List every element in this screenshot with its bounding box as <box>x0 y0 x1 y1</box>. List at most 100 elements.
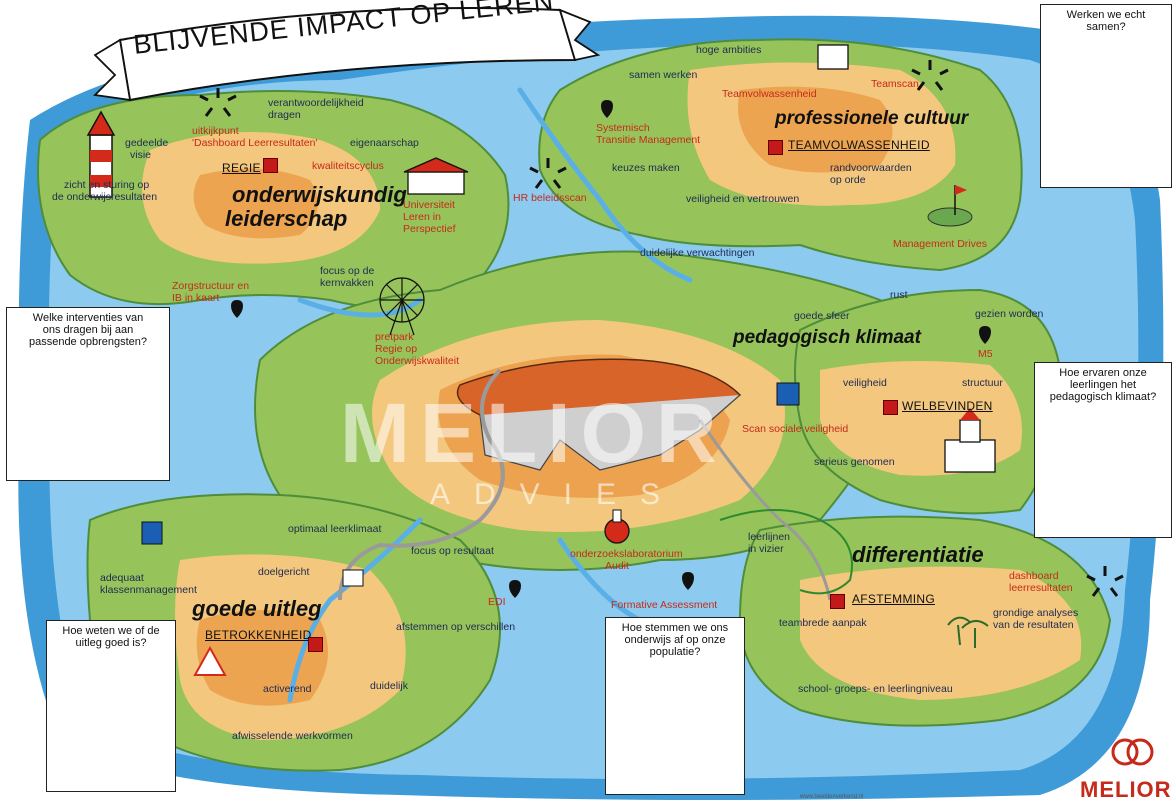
melior-logo-text: MELIOR <box>1080 777 1172 802</box>
label-universiteit-2: Leren in <box>403 211 441 223</box>
question-line: Welke interventies van <box>32 312 144 324</box>
label-systemisch-1: Systemisch <box>596 122 650 134</box>
melior-logo-icon <box>1111 738 1154 766</box>
burst-icon <box>199 88 237 117</box>
question-box-leerlingen: Hoe ervaren onze leerlingen het pedagogi… <box>1034 362 1172 538</box>
region-cultuur: professionele cultuur <box>775 108 969 129</box>
section-afstemming: AFSTEMMING <box>852 592 935 606</box>
label-uitkijkpunt-2: 'Dashboard Leerresultaten' <box>192 137 318 149</box>
label-leerlijnen-2: in vizier <box>748 543 784 555</box>
label-uitkijkpunt-1: uitkijkpunt <box>192 125 239 137</box>
label-samen-werken: samen werken <box>629 69 698 81</box>
afstemming-marker <box>830 594 845 609</box>
question-line: populatie? <box>649 646 701 658</box>
label-goede-sfeer: goede sfeer <box>794 310 850 322</box>
label-veiligheid: veiligheid <box>843 377 887 389</box>
lighthouse-icon <box>86 110 116 198</box>
question-box-stemmen: Hoe stemmen we ons onderwijs af op onze … <box>605 617 745 795</box>
label-randvoorwaarden-1: randvoorwaarden <box>830 162 912 174</box>
label-pretpark-3: Onderwijskwaliteit <box>375 355 460 367</box>
watermark-main: MELIOR <box>340 386 727 480</box>
burst-icon <box>529 158 567 189</box>
label-scan-sociale: Scan sociale veiligheid <box>742 423 849 435</box>
label-teambrede-aanpak: teambrede aanpak <box>779 617 867 629</box>
credit-text: www.beeldenverkend.nl <box>800 794 864 800</box>
ball-sign-icon <box>817 44 849 70</box>
flask-icon <box>604 509 630 544</box>
warning-sign-icon <box>193 645 227 676</box>
label-afwisselende: afwisselende werkvormen <box>232 730 353 742</box>
question-box-uitleg: Hoe weten we of de uitleg goed is? <box>46 620 176 792</box>
road-grey-2 <box>698 419 832 601</box>
region-uitleg: goede uitleg <box>192 596 322 621</box>
region-leiderschap-line2: leiderschap <box>225 206 348 231</box>
region-leiderschap-line1: onderwijskundig <box>232 182 407 207</box>
label-activerend: activerend <box>263 683 312 695</box>
label-formative-assessment: Formative Assessment <box>611 599 718 611</box>
label-focus-resultaat: focus op resultaat <box>411 545 494 557</box>
question-line: uitleg goed is? <box>75 637 147 649</box>
question-line: passende opbrengsten? <box>28 336 148 348</box>
label-rust: rust <box>890 289 908 301</box>
label-randvoorwaarden-2: op orde <box>830 174 866 186</box>
label-management-drives: Management Drives <box>893 238 987 250</box>
bus-sign-icon <box>342 569 364 587</box>
question-box-samen: Werken we echt samen? <box>1040 4 1172 188</box>
label-leerlijnen-1: leerlijnen <box>748 531 791 543</box>
label-keuzes-maken: keuzes maken <box>612 162 680 174</box>
label-verantwoordelijkheid-2: dragen <box>268 109 301 121</box>
regie-marker <box>263 158 278 173</box>
label-universiteit-1: Universiteit <box>403 199 455 211</box>
label-zicht-2: de onderwijsresultaten <box>52 191 158 203</box>
label-school-groeps: school- groeps- en leerlingniveau <box>798 683 953 695</box>
question-line: leerlingen het <box>1069 379 1137 391</box>
label-teamvolwassenheid: Teamvolwassenheid <box>722 88 817 100</box>
label-teamscan: Teamscan <box>871 78 919 90</box>
label-zorgstructuur-2: IB in kaart <box>172 292 220 304</box>
label-gedeelde-visie-1: gedeelde <box>125 137 169 149</box>
label-gezien-worden: gezien worden <box>975 308 1044 320</box>
welbevinden-marker <box>883 400 898 415</box>
label-universiteit-3: Perspectief <box>403 223 456 235</box>
label-serieus-genomen: serieus genomen <box>814 456 895 468</box>
green-route <box>719 509 853 595</box>
label-veiligheid-vertrouwen: veiligheid en vertrouwen <box>686 193 800 205</box>
label-structuur: structuur <box>962 377 1003 389</box>
label-zicht-1: zicht en sturing op <box>64 179 150 191</box>
region-differentiatie: differentiatie <box>852 542 984 567</box>
question-line: ons dragen bij aan <box>42 324 134 336</box>
section-welbevinden: WELBEVINDEN <box>902 399 993 413</box>
burst-icon <box>1086 566 1124 597</box>
question-line: onderwijs af op onze <box>624 634 726 646</box>
location-pin-icon <box>231 100 991 598</box>
question-line: samen? <box>1086 21 1126 33</box>
question-box-interventies: Welke interventies van ons dragen bij aa… <box>6 307 170 481</box>
label-focus-kern-2: kernvakken <box>320 277 374 289</box>
watermark-sub: ADVIES <box>430 478 685 511</box>
section-betrokkenheid: BETROKKENHEID <box>205 628 312 642</box>
walk-sign-icon <box>776 382 800 406</box>
label-afstemmen-verschillen: afstemmen op verschillen <box>396 621 516 633</box>
question-line: Werken we echt <box>1066 9 1146 21</box>
question-line: Hoe weten we of de <box>62 625 160 637</box>
label-optimaal-leerklimaat: optimaal leerklimaat <box>288 523 382 535</box>
label-pretpark-2: Regie op <box>375 343 418 355</box>
teamvolwassenheid-marker <box>768 140 783 155</box>
label-focus-kern-1: focus op de <box>320 265 375 277</box>
label-pretpark-1: pretpark <box>375 331 414 343</box>
region-klimaat: pedagogisch klimaat <box>733 327 921 348</box>
label-dashboard-1: dashboard <box>1009 570 1059 582</box>
label-systemisch-2: Transitie Management <box>596 134 701 146</box>
question-line: Hoe ervaren onze <box>1059 367 1147 379</box>
label-eigenaarschap: eigenaarschap <box>350 137 419 149</box>
label-onderzoekslab-2: Audit <box>605 560 629 572</box>
golf-flag-icon <box>927 185 973 227</box>
label-kwaliteitscyclus: kwaliteitscyclus <box>312 160 384 172</box>
label-grondige-1: grondige analyses <box>993 607 1079 619</box>
label-gedeelde-visie-2: visie <box>130 149 152 161</box>
section-teamvolwassenheid: TEAMVOLWASSENHEID <box>788 138 930 152</box>
university-icon <box>403 157 469 195</box>
palm-trees-icon <box>947 616 989 648</box>
